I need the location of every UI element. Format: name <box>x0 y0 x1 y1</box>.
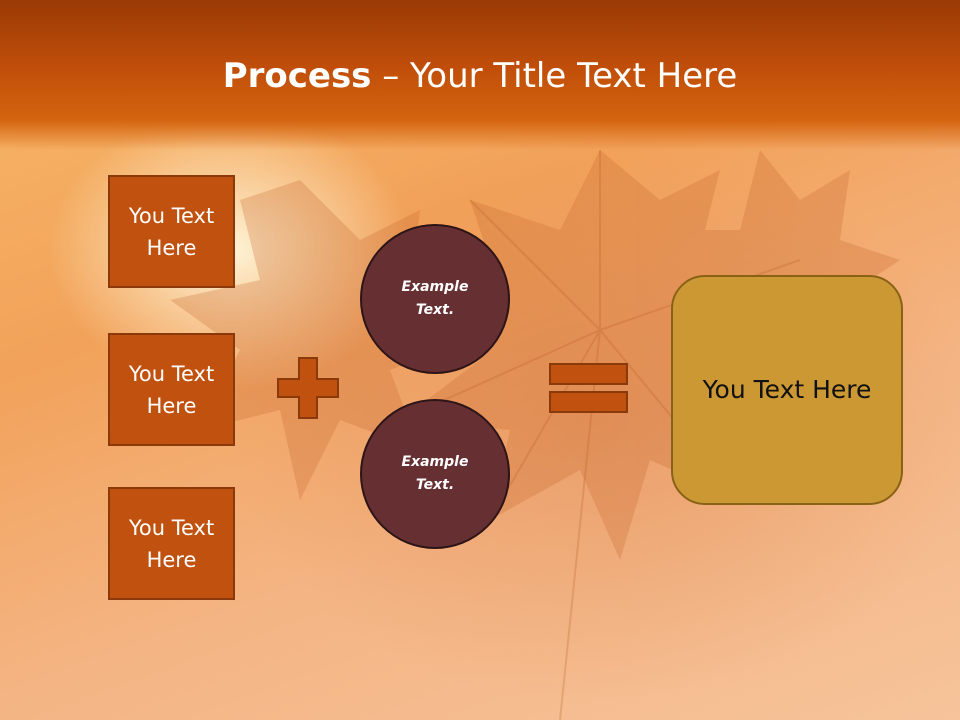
result-box-text: You Text Here <box>703 374 872 406</box>
example-circle-1[interactable]: Example Text. <box>360 224 510 374</box>
equals-icon <box>548 362 630 416</box>
plus-icon <box>276 356 340 420</box>
slide-title[interactable]: Process – Your Title Text Here <box>0 52 960 100</box>
example-circle-1-text: Example Text. <box>390 276 480 322</box>
input-box-1[interactable]: You Text Here <box>108 175 235 288</box>
result-box[interactable]: You Text Here <box>671 275 903 505</box>
input-box-2[interactable]: You Text Here <box>108 333 235 446</box>
input-box-3[interactable]: You Text Here <box>108 487 235 600</box>
input-box-3-text: You Text Here <box>122 512 222 576</box>
input-box-1-text: You Text Here <box>122 200 222 264</box>
title-rest-text: – Your Title Text Here <box>371 56 737 96</box>
example-circle-2-text: Example Text. <box>390 451 480 497</box>
input-box-2-text: You Text Here <box>122 358 222 422</box>
example-circle-2[interactable]: Example Text. <box>360 399 510 549</box>
title-bold-text: Process <box>223 56 372 96</box>
